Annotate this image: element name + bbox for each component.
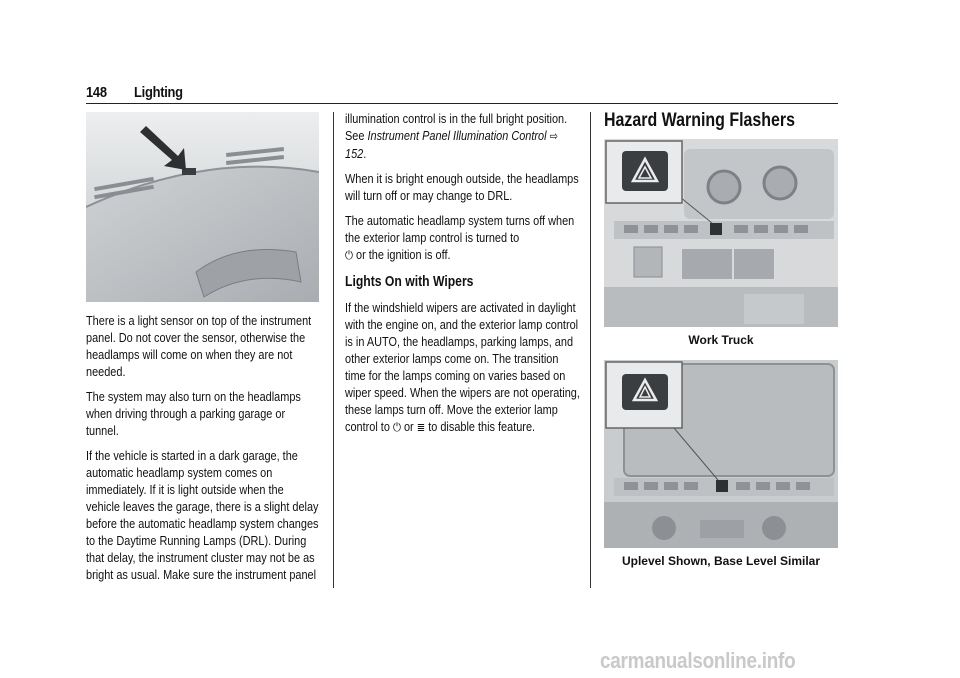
- power-off-icon: ⏻: [345, 248, 353, 262]
- power-off-icon: ⏻: [392, 420, 401, 434]
- middle-column-text: illumination control is in the full brig…: [345, 110, 581, 444]
- page-ref-arrow-icon: ⇨: [549, 129, 559, 143]
- subheading: Lights On with Wipers: [345, 274, 474, 290]
- header-rule: [86, 103, 838, 104]
- section-title: Lighting: [134, 84, 183, 101]
- paragraph: There is a light sensor on top of the in…: [86, 313, 312, 379]
- page-number: 148: [86, 84, 107, 101]
- paragraph: The system may also turn on the headlamp…: [86, 389, 301, 438]
- page-header: 148 Lighting: [86, 82, 838, 106]
- photo-caption-uplevel: Uplevel Shown, Base Level Similar: [621, 554, 821, 568]
- work-truck-hazard-photo: [604, 139, 838, 327]
- column-divider-right: [590, 112, 591, 588]
- paragraph: The automatic headlamp system turns off …: [345, 213, 575, 262]
- left-column-text: There is a light sensor on top of the in…: [86, 312, 320, 591]
- section-heading: Hazard Warning Flashers: [604, 110, 795, 131]
- cross-reference-link[interactable]: Instrument Panel Illumination Control: [367, 128, 547, 143]
- paragraph: illumination control is in the full brig…: [345, 111, 568, 161]
- uplevel-hazard-photo: [604, 360, 838, 548]
- photo-caption-work-truck: Work Truck: [688, 333, 754, 347]
- watermark: carmanualsonline.info: [600, 648, 796, 673]
- paragraph: If the vehicle is started in a dark gara…: [86, 448, 319, 582]
- parking-lamp-icon: ≣: [416, 420, 426, 434]
- column-divider-left: [333, 112, 334, 588]
- paragraph: If the windshield wipers are activated i…: [345, 300, 580, 434]
- paragraph: When it is bright enough outside, the he…: [345, 171, 579, 203]
- light-sensor-photo: [86, 112, 319, 302]
- cross-reference-page[interactable]: 152: [345, 146, 364, 161]
